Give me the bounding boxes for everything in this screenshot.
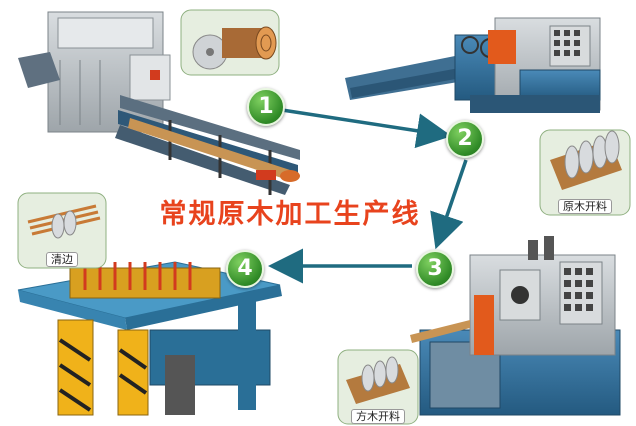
flow-arrows [268,108,468,284]
step-4-number: 4 [237,256,253,281]
arrow-1-to-2 [281,108,452,149]
thumb-3-label: 方木开料 [338,408,418,424]
step-2-circle: 2 [446,120,484,158]
thumb-2-label: 原木开料 [540,198,630,214]
arrow-2-to-3 [430,159,468,250]
step-3-circle: 3 [416,250,454,288]
thumb-4-label: 清边 [18,251,106,267]
thumb-3-art [337,349,419,425]
thumb-1-art [180,9,280,76]
step-1-circle: 1 [247,88,285,126]
machine-4-edge-trimmer [17,261,282,416]
step-4-circle: 4 [226,250,264,288]
step-1-number: 1 [258,94,274,119]
thumb-4-art [17,192,107,269]
step-3-number: 3 [427,256,443,281]
step-2-number: 2 [457,126,473,151]
machine-3-square-timber-saw [410,236,621,416]
machine-1-log-saw [18,11,300,195]
machine-2-log-ripper [345,17,601,113]
thumb-2-art [539,129,631,216]
diagram-title: 常规原木加工生产线 [159,199,421,230]
